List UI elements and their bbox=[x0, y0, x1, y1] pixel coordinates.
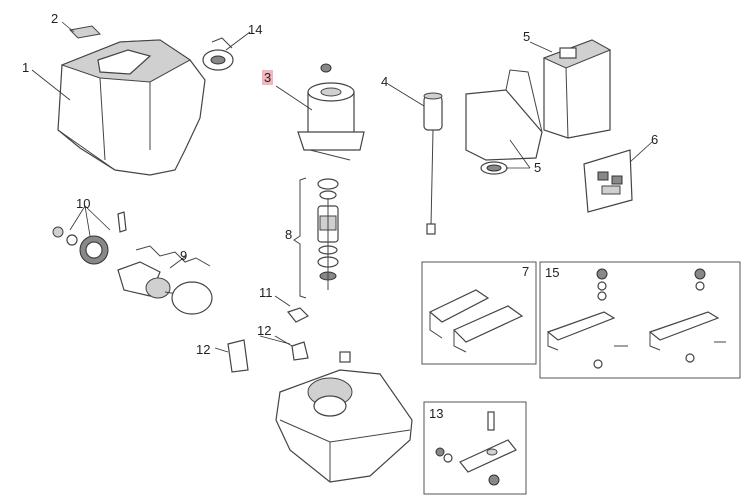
callout-6: 6 bbox=[651, 132, 659, 147]
part-6-board bbox=[583, 149, 633, 213]
part-14-ring bbox=[202, 37, 234, 71]
callout-5-bracket: 5 bbox=[534, 160, 542, 175]
callout-10: 10 bbox=[76, 196, 91, 211]
part-5-bracket bbox=[465, 69, 543, 175]
part-13-box bbox=[423, 401, 527, 495]
callout-8: 8 bbox=[285, 227, 293, 242]
callout-9: 9 bbox=[180, 248, 188, 263]
callout-15: 15 bbox=[545, 265, 560, 280]
part-9-output-shaft bbox=[117, 245, 213, 315]
part-4-capacitor bbox=[423, 92, 443, 235]
callout-11: 11 bbox=[259, 285, 273, 300]
callout-13: 13 bbox=[429, 406, 444, 421]
leader-lines bbox=[31, 21, 653, 345]
callout-12-left: 12 bbox=[196, 342, 211, 357]
part-3-motor bbox=[297, 63, 365, 161]
part-11-block bbox=[274, 295, 310, 323]
callout-2: 2 bbox=[51, 11, 59, 26]
part-12-clip-left bbox=[214, 339, 249, 373]
callout-12-right: 12 bbox=[257, 323, 272, 338]
part-1-cover bbox=[57, 39, 206, 176]
part-10-gear bbox=[52, 205, 127, 265]
base-housing bbox=[275, 369, 413, 483]
part-15-box bbox=[539, 261, 741, 379]
callout-3-highlighted: 3 bbox=[262, 70, 274, 85]
callout-4: 4 bbox=[381, 74, 389, 89]
callout-1: 1 bbox=[22, 60, 30, 75]
part-5-box bbox=[542, 39, 612, 139]
callout-14: 14 bbox=[248, 22, 263, 37]
part-7-box bbox=[421, 261, 537, 365]
callout-7: 7 bbox=[522, 264, 530, 279]
part-2-label bbox=[68, 25, 102, 39]
callout-5-box: 5 bbox=[523, 29, 531, 44]
part-8-shaft bbox=[293, 177, 339, 299]
part-12-clip-right bbox=[274, 335, 351, 363]
